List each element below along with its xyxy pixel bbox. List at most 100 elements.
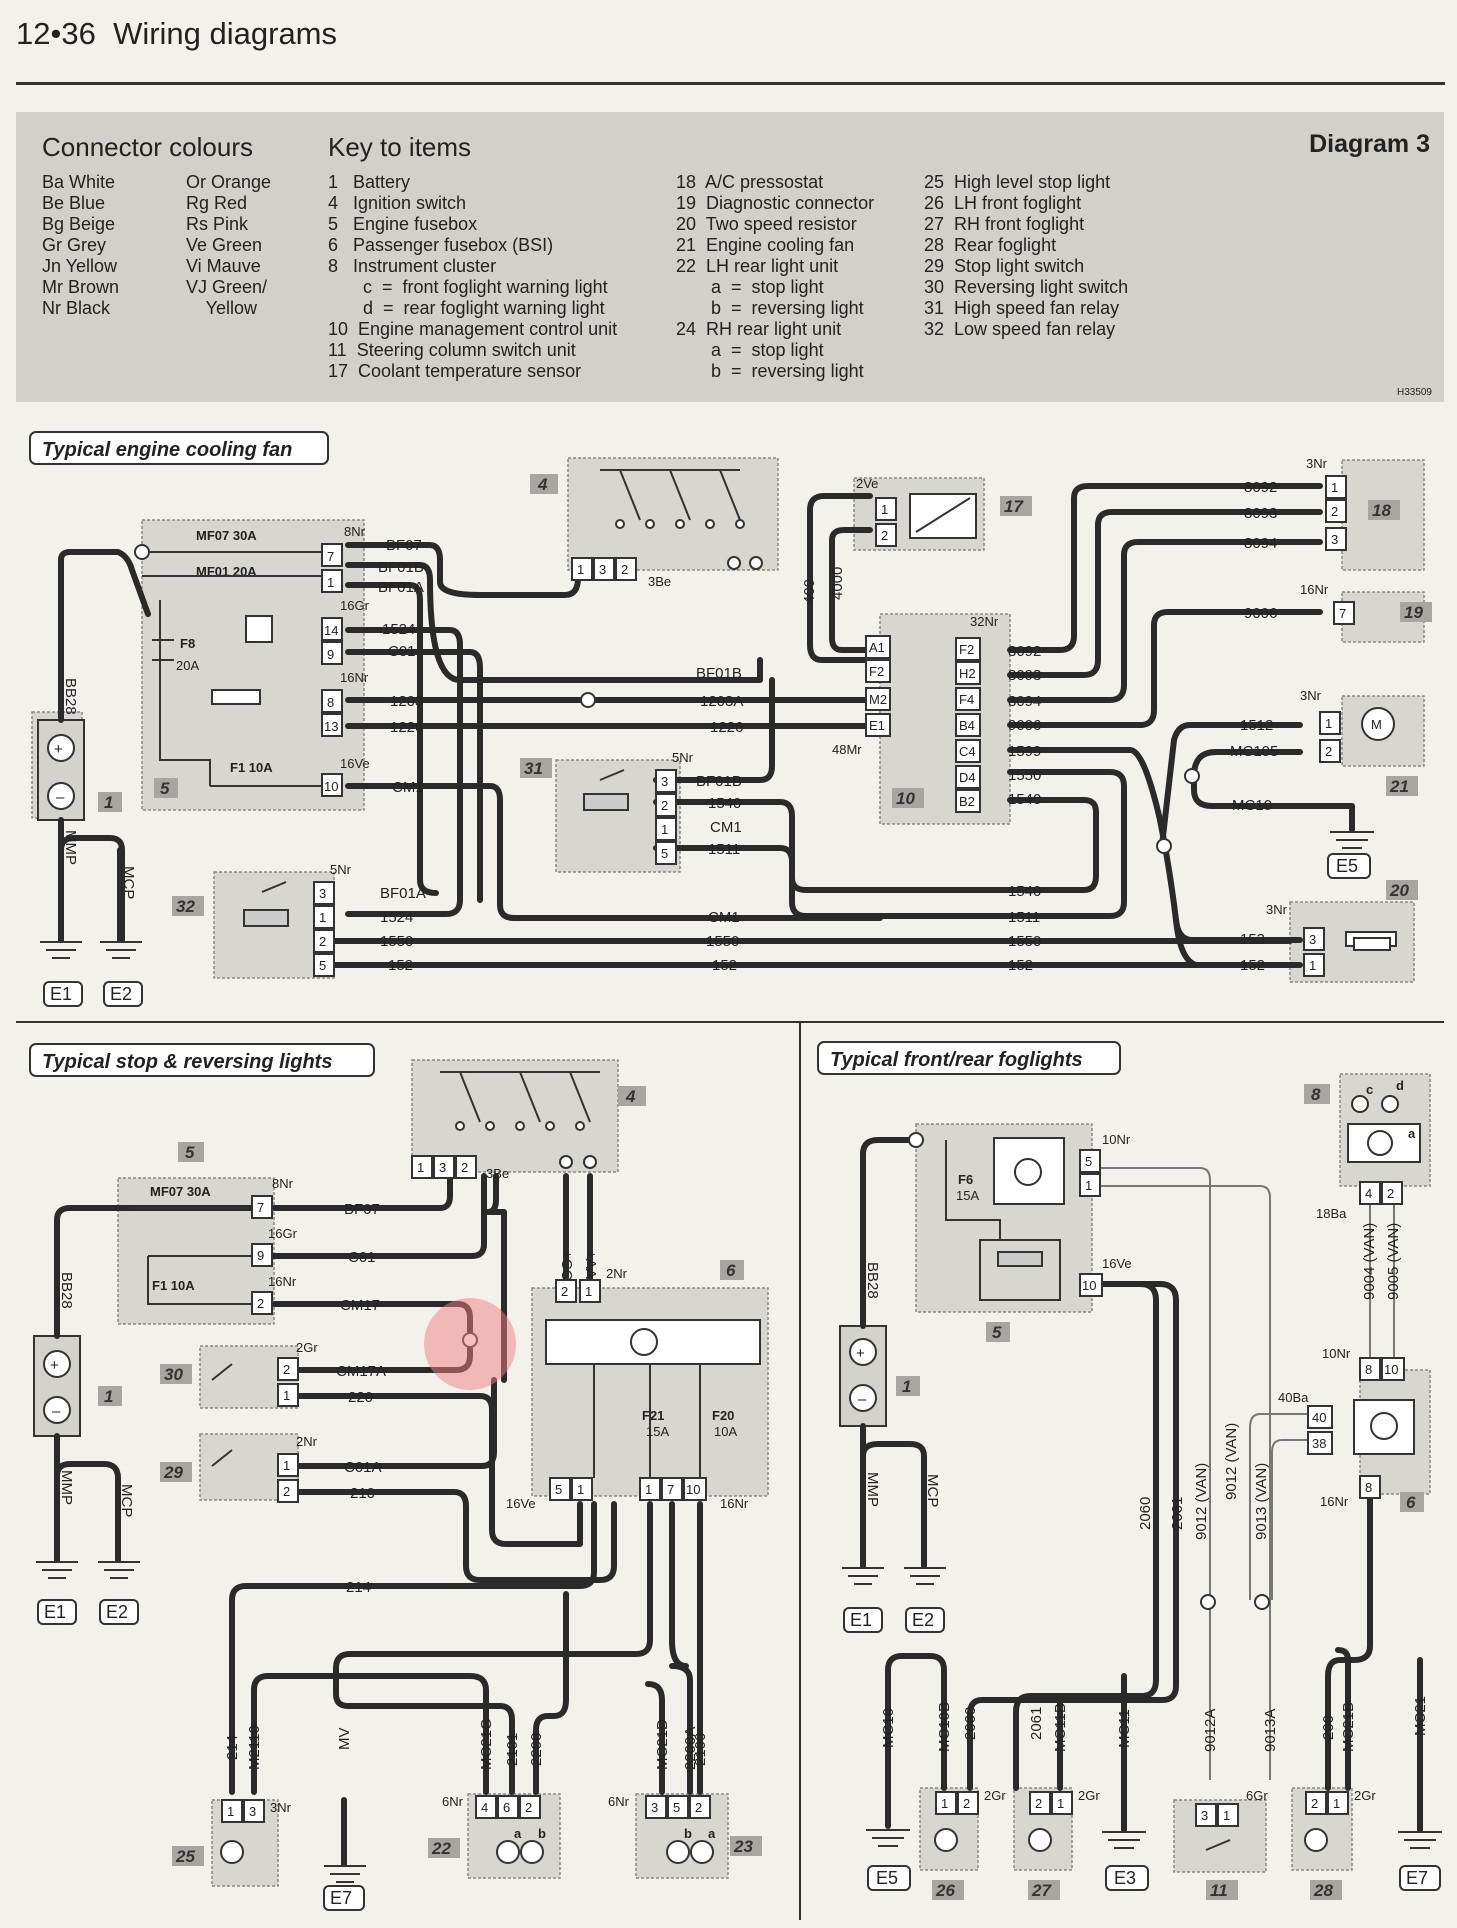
svg-text:9: 9 — [257, 1248, 264, 1263]
svg-text:16Ve: 16Ve — [1102, 1256, 1132, 1271]
ground-e2-a: E2 — [100, 941, 143, 1007]
svg-text:CM1: CM1 — [392, 779, 424, 796]
stop-fuse-labels: MF07 30A F1 10A F21 15A F20 10A — [150, 1184, 737, 1439]
svg-text:2: 2 — [283, 1484, 290, 1499]
svg-text:9006: 9006 — [1244, 605, 1277, 622]
svg-text:9: 9 — [327, 647, 334, 662]
fusebox-5c-interior: 5 1 10 — [945, 1137, 1103, 1301]
ground-e2-c: E2 — [904, 1567, 946, 1633]
svg-text:3: 3 — [599, 562, 606, 577]
wire-1599 — [1007, 747, 1303, 943]
svg-text:2061: 2061 — [1169, 1497, 1186, 1530]
svg-text:48Mr: 48Mr — [832, 742, 862, 757]
wire-2101 — [333, 1501, 653, 1795]
svg-text:27: 27 — [1031, 1881, 1052, 1900]
resistor-element — [1353, 937, 1391, 951]
ignition-switch-4 — [567, 457, 779, 571]
svg-text:b: b — [684, 1826, 692, 1841]
svg-text:8094: 8094 — [1008, 693, 1041, 710]
engine-fusebox-5-b — [117, 1177, 275, 1325]
svg-text:M2: M2 — [869, 692, 887, 707]
svg-text:28: 28 — [1313, 1881, 1333, 1900]
svg-text:2200A: 2200A — [682, 1727, 699, 1770]
header-rule — [16, 82, 1445, 85]
wire-mc10-mc10b — [885, 1653, 947, 1829]
ecu-10-pins: A1 F2 M2 E1 F2 H2 F4 B4 C4 D4 B2 — [865, 635, 981, 813]
wire-9012 — [1092, 1167, 1211, 1600]
svg-text:2: 2 — [1325, 744, 1332, 759]
svg-text:15A: 15A — [646, 1424, 669, 1439]
svg-text:21: 21 — [1389, 777, 1409, 796]
wire-9004-9005 — [1369, 1186, 1395, 1370]
wire-4000 — [829, 527, 881, 653]
svg-text:C01: C01 — [348, 1249, 376, 1266]
splice-9013 — [1254, 1594, 1270, 1610]
svg-text:7: 7 — [667, 1482, 674, 1497]
ground-e7-b: E7 — [1398, 1831, 1442, 1891]
svg-text:d: d — [1396, 1078, 1404, 1093]
svg-text:16Gr: 16Gr — [340, 598, 370, 613]
svg-text:1: 1 — [1309, 958, 1316, 973]
cooling-fuse-labels: MF07 30A MF01 20A F8 20A F1 10A — [142, 528, 322, 787]
cluster-8-interior: c d a 4 2 — [1347, 1078, 1421, 1205]
svg-text:1: 1 — [227, 1804, 234, 1819]
wire-mc21b — [1335, 1647, 1351, 1791]
svg-text:E1: E1 — [850, 1610, 872, 1630]
svg-text:CM1: CM1 — [708, 909, 740, 926]
svg-text:9004 (VAN): 9004 (VAN) — [1361, 1223, 1378, 1300]
splice-fusebox — [134, 544, 150, 560]
svg-text:200: 200 — [1320, 1715, 1337, 1740]
svg-text:1226: 1226 — [710, 719, 743, 736]
items-column-1: 1 Battery 4 Ignition switch 5 Engine fus… — [328, 172, 618, 381]
svg-text:BF07: BF07 — [344, 1201, 380, 1218]
connector-colours-title: Connector colours — [42, 132, 253, 162]
svg-text:152: 152 — [388, 957, 413, 974]
svg-text:5Nr: 5Nr — [330, 862, 352, 877]
svg-text:23: 23 — [733, 1837, 753, 1856]
relay-31-coil — [583, 769, 629, 811]
svg-text:32: 32 — [176, 897, 195, 916]
svg-text:2: 2 — [1387, 1186, 1394, 1201]
svg-text:7: 7 — [257, 1200, 264, 1215]
svg-text:1550: 1550 — [706, 933, 739, 950]
svg-text:BB28: BB28 — [62, 678, 79, 715]
svg-text:16Gr: 16Gr — [268, 1226, 298, 1241]
svg-text:Typical front/rear foglights: Typical front/rear foglights — [830, 1049, 1083, 1071]
svg-text:10: 10 — [1384, 1362, 1398, 1377]
svg-text:11: 11 — [1210, 1881, 1228, 1900]
svg-text:9013 (VAN): 9013 (VAN) — [1253, 1463, 1270, 1540]
svg-text:MC21B: MC21B — [1340, 1702, 1357, 1752]
svg-text:5: 5 — [1085, 1154, 1092, 1169]
svg-text:1: 1 — [1331, 480, 1338, 495]
ground-e1-c: E1 — [842, 1567, 884, 1633]
svg-text:F21: F21 — [642, 1408, 664, 1423]
svg-text:8092: 8092 — [1244, 479, 1277, 496]
svg-text:22: 22 — [431, 1839, 451, 1858]
svg-text:3Nr: 3Nr — [1306, 456, 1328, 471]
svg-text:5: 5 — [673, 1800, 680, 1815]
sensor-arrow — [915, 497, 971, 533]
battery-1: + – — [37, 719, 85, 821]
wire-1512 — [1159, 722, 1303, 848]
cooling-wire-labels: BF07 BF01B BF01A 1524 C01 1203 1226 CM1 … — [62, 479, 1278, 974]
svg-text:F2: F2 — [959, 642, 974, 657]
svg-text:F6: F6 — [958, 1172, 973, 1187]
svg-text:1: 1 — [104, 793, 113, 812]
svg-text:D4: D4 — [959, 770, 976, 785]
svg-text:9012 (VAN): 9012 (VAN) — [1223, 1423, 1240, 1500]
svg-text:1: 1 — [417, 1160, 424, 1175]
svg-text:1524: 1524 — [382, 621, 415, 638]
items-column-3: 25 High level stop light 26 LH front fog… — [924, 172, 1129, 339]
svg-text:8094: 8094 — [1244, 535, 1277, 552]
svg-text:2: 2 — [319, 934, 326, 949]
svg-text:400: 400 — [801, 579, 818, 604]
svg-text:4: 4 — [1365, 1186, 1372, 1201]
pressostat-18-pins: 1 2 3 — [1325, 475, 1347, 551]
svg-text:1524: 1524 — [380, 909, 413, 926]
svg-text:7: 7 — [1339, 606, 1346, 621]
ground-symbols: E1 E2 E5 E1 E2 E7 E1 E2 E5 E3 E7 — [36, 831, 1442, 1911]
svg-text:3: 3 — [661, 774, 668, 789]
svg-text:F8: F8 — [180, 636, 195, 651]
svg-text:1: 1 — [1325, 716, 1332, 731]
